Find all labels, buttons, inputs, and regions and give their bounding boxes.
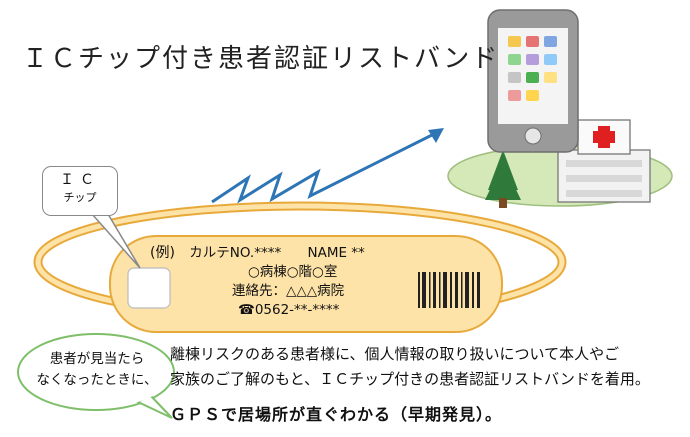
speech-line1: 患者が見当たら	[49, 351, 145, 367]
description-line1: 離棟リスクのある患者様に、個人情報の取り扱いについて本人やご	[170, 345, 620, 363]
wristband-room: ○病棟○階○室	[248, 264, 338, 280]
example-label: (例)	[150, 245, 175, 261]
patient-name: NAME **	[307, 245, 365, 261]
smartphone-icon	[487, 9, 579, 153]
phone-icon: ☎	[238, 302, 255, 318]
wristband-tag	[109, 235, 503, 333]
page-title: ＩＣチップ付き患者認証リストバンド	[22, 44, 500, 74]
tree-icon	[485, 150, 521, 208]
speech-bubble-shape	[17, 333, 175, 419]
signal-arrow-icon	[211, 128, 444, 204]
speech-line2: なくなったときに、	[36, 372, 158, 388]
ic-chip-callout: ＩＣ チップ	[42, 166, 118, 216]
chart-number: カルテNO.****	[189, 245, 282, 261]
description: 離棟リスクのある患者様に、個人情報の取り扱いについて本人やご 家族のご了解のもと…	[170, 342, 685, 392]
ic-chip-icon	[127, 267, 171, 309]
barcode-icon	[418, 272, 480, 308]
gps-note: ＧＰＳで居場所が直ぐわかる（早期発見）。	[170, 405, 503, 424]
ic-callout-line1: ＩＣ	[60, 172, 100, 188]
wristband-contact: 連絡先：△△△病院	[232, 283, 345, 299]
hospital-icon	[557, 119, 651, 203]
ic-callout-line2: チップ	[63, 191, 97, 204]
speech-bubble: 患者が見当たら なくなったときに、	[22, 336, 172, 406]
description-line2: 家族のご了解のもと、ＩＣチップ付きの患者認証リストバンドを着用。	[170, 370, 650, 388]
wristband-info: (例) カルテNO.**** NAME ** ○病棟○階○室 連絡先：△△△病院…	[150, 244, 470, 320]
wristband-phone-row: ☎0562-**-****	[150, 301, 470, 320]
wristband-line1: (例) カルテNO.**** NAME **	[150, 244, 470, 263]
wristband-phone: 0562-**-****	[254, 302, 340, 318]
